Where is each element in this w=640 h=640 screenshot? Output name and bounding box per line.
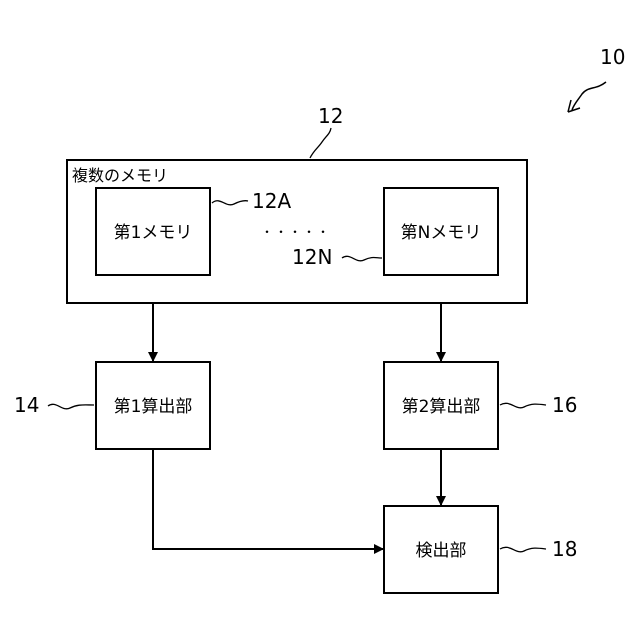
memories-group-label: 複数のメモリ [72, 166, 168, 185]
calc1-label: 第1算出部 [114, 397, 193, 417]
figure-ref-label: 10 [600, 45, 625, 69]
last-memory-ref-leader [342, 256, 382, 261]
calc2-label: 第2算出部 [402, 397, 481, 417]
figure-ref-arrow [572, 82, 606, 110]
calc2-ref: 16 [552, 393, 577, 417]
arrow-calc1-to-detector [153, 449, 383, 549]
detector-label: 検出部 [416, 541, 467, 561]
calc1-ref-leader [48, 404, 94, 409]
calc1-ref: 14 [14, 393, 39, 417]
calc2-ref-leader [500, 403, 546, 408]
memories-ellipsis: ・・・・・ [261, 225, 331, 239]
first-memory-label: 第1メモリ [114, 223, 193, 243]
first-memory-ref-leader [212, 201, 248, 205]
detector-ref: 18 [552, 537, 577, 561]
memories-ref-label: 12 [318, 104, 343, 128]
detector-ref-leader [500, 547, 546, 552]
first-memory-ref: 12A [252, 189, 291, 213]
memories-ref-leader [310, 128, 331, 158]
last-memory-label: 第Nメモリ [401, 223, 482, 243]
last-memory-ref: 12N [292, 245, 332, 269]
